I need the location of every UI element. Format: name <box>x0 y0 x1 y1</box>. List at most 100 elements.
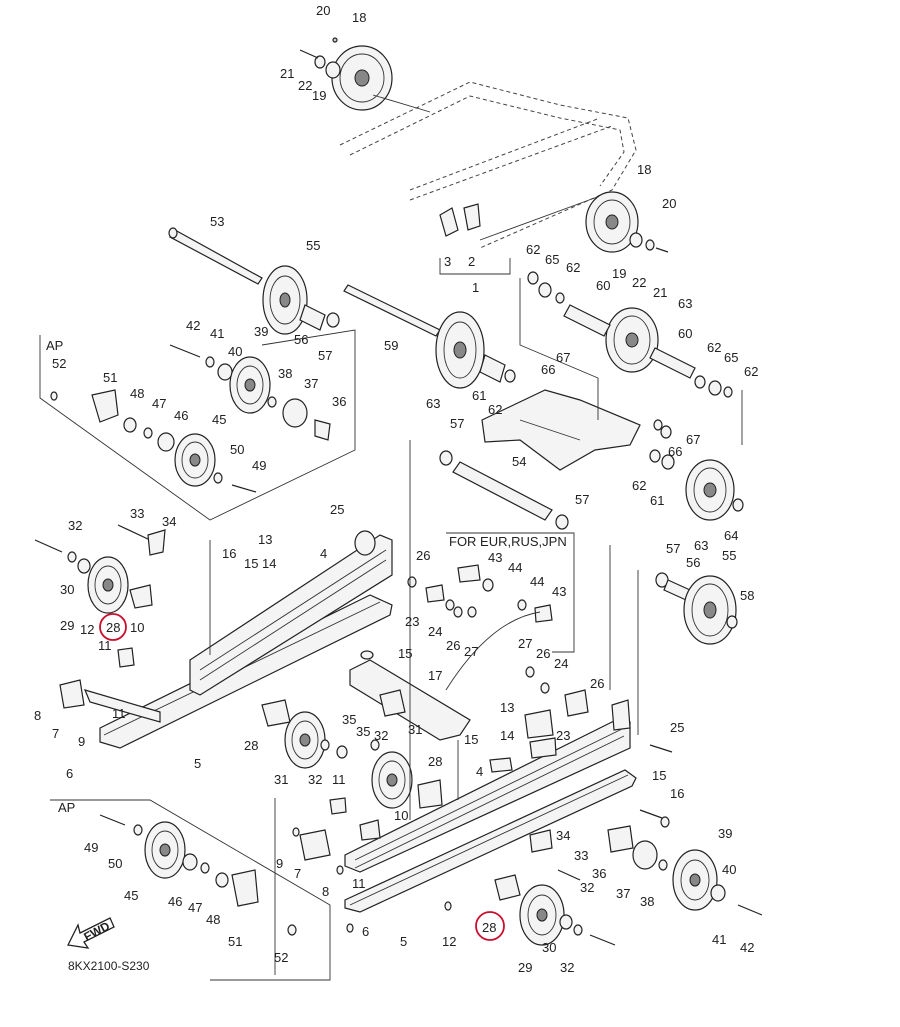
fwd-arrow: FWD <box>67 917 115 949</box>
label-50-top: 50 <box>230 442 244 457</box>
label-38-top: 38 <box>278 366 292 381</box>
label-62-b: 62 <box>566 260 580 275</box>
track-outline <box>339 81 637 249</box>
region-label: FOR EUR,RUS,JPN <box>449 534 567 549</box>
right-rear-wheel-group <box>607 825 763 916</box>
label-31-low: 31 <box>274 772 288 787</box>
label-27-right: 27 <box>518 636 532 651</box>
label-26-right2: 26 <box>590 676 604 691</box>
label-15-mid: 15 <box>398 646 412 661</box>
label-45-top: 45 <box>212 412 226 427</box>
bracket-assembly <box>439 203 511 275</box>
label-26-mid2: 26 <box>446 638 460 653</box>
label-51-low: 51 <box>228 934 242 949</box>
label-66-b: 66 <box>668 444 682 459</box>
label-30-top: 30 <box>60 582 74 597</box>
label-32-mid: 32 <box>374 728 388 743</box>
label-43-b: 43 <box>552 584 566 599</box>
label-4-right: 4 <box>476 764 483 779</box>
label-43-a: 43 <box>488 550 502 565</box>
label-6-low: 6 <box>362 924 369 939</box>
label-16-far: 16 <box>670 786 684 801</box>
label-20-right: 20 <box>662 196 676 211</box>
ap-detail-box-top <box>39 329 356 521</box>
label-34-low: 34 <box>556 828 570 843</box>
label-21-right: 21 <box>653 285 667 300</box>
label-52-top: 52 <box>52 356 66 371</box>
right-slide-rail <box>344 699 637 913</box>
label-41-low: 41 <box>712 932 726 947</box>
label-66-a: 66 <box>541 362 555 377</box>
label-29-low: 29 <box>518 960 532 975</box>
label-63-right: 63 <box>678 296 692 311</box>
label-13-right: 13 <box>500 700 514 715</box>
highlight-circle-28-top <box>99 613 127 641</box>
label-51-top: 51 <box>103 370 117 385</box>
leader-lines <box>209 94 743 975</box>
label-2: 2 <box>468 254 475 269</box>
label-62-a: 62 <box>526 242 540 257</box>
label-62-c: 62 <box>707 340 721 355</box>
label-65-a: 65 <box>545 252 559 267</box>
label-67-a: 67 <box>556 350 570 365</box>
label-24-mid: 24 <box>428 624 442 639</box>
label-49-low: 49 <box>84 840 98 855</box>
label-15-top: 15 <box>244 556 258 571</box>
label-62-mid: 62 <box>488 402 502 417</box>
label-39-low: 39 <box>718 826 732 841</box>
label-58: 58 <box>740 588 754 603</box>
label-28-bottom: 28 <box>482 920 496 935</box>
label-13-top: 13 <box>258 532 272 547</box>
label-26-right: 26 <box>536 646 550 661</box>
label-65-b: 65 <box>724 350 738 365</box>
label-21-top: 21 <box>280 66 294 81</box>
label-19-top: 19 <box>312 88 326 103</box>
label-28-top: 28 <box>106 620 120 635</box>
wheel-right-lower <box>655 572 738 645</box>
label-32-bottom: 32 <box>560 960 574 975</box>
label-9-left: 9 <box>78 734 85 749</box>
label-25-top: 25 <box>330 502 344 517</box>
label-20-top: 20 <box>316 3 330 18</box>
label-44-a: 44 <box>508 560 522 575</box>
label-49-top: 49 <box>252 458 266 473</box>
label-67-b: 67 <box>686 432 700 447</box>
label-37-low: 37 <box>616 886 630 901</box>
label-63-mid: 63 <box>694 538 708 553</box>
label-4-top: 4 <box>320 546 327 561</box>
ap-label-bottom: AP <box>58 800 75 815</box>
label-34-top: 34 <box>162 514 176 529</box>
label-36-top: 36 <box>332 394 346 409</box>
label-32-low2: 32 <box>580 880 594 895</box>
label-11-bottom: 11 <box>352 876 366 891</box>
label-57-right: 57 <box>666 541 680 556</box>
left-slide-rail <box>83 530 393 749</box>
label-9-low: 9 <box>276 856 283 871</box>
ap-label-top: AP <box>46 338 63 353</box>
label-28-mid: 28 <box>244 738 258 753</box>
label-28-low: 28 <box>428 754 442 769</box>
label-27-mid: 27 <box>464 644 478 659</box>
label-48-low: 48 <box>206 912 220 927</box>
label-39-top: 39 <box>254 324 268 339</box>
label-56-top: 56 <box>294 332 308 347</box>
label-7-left: 7 <box>52 726 59 741</box>
label-18-right: 18 <box>637 162 651 177</box>
label-62-d: 62 <box>744 364 758 379</box>
label-37-top: 37 <box>304 376 318 391</box>
label-19-right: 19 <box>612 266 626 281</box>
label-47-low: 47 <box>188 900 202 915</box>
label-26-mid: 26 <box>416 548 430 563</box>
label-57-low: 57 <box>575 492 589 507</box>
label-60-b: 60 <box>678 326 692 341</box>
label-1: 1 <box>472 280 479 295</box>
label-61-right: 61 <box>650 493 664 508</box>
label-10-low: 10 <box>394 808 408 823</box>
label-45-low: 45 <box>124 888 138 903</box>
label-12-low: 12 <box>442 934 456 949</box>
right-front-parts <box>489 689 673 828</box>
main-shaft <box>439 450 569 530</box>
label-40-top: 40 <box>228 344 242 359</box>
label-35-b: 35 <box>356 724 370 739</box>
label-17: 17 <box>428 668 442 683</box>
